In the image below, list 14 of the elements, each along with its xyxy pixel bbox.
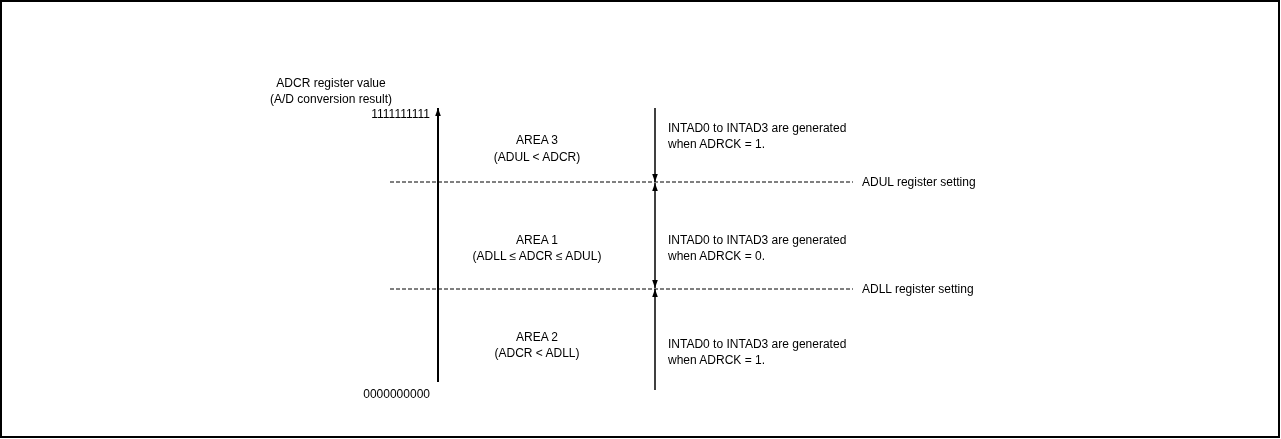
interrupt-note: INTAD0 to INTAD3 are generated when ADRCK = 1. (668, 120, 848, 152)
area-condition: (ADLL ≤ ADCR ≤ ADUL) (472, 248, 602, 264)
axis-min-value: 0000000000 (363, 386, 430, 402)
area-label: AREA 3 (516, 132, 558, 148)
area-label: AREA 2 (516, 329, 558, 345)
threshold-label: ADUL register setting (862, 174, 976, 190)
threshold-label: ADLL register setting (862, 281, 974, 297)
interrupt-note: INTAD0 to INTAD3 are generated when ADRCK = 1. (668, 336, 848, 368)
area-condition: (ADUL < ADCR) (493, 149, 581, 165)
axis-max-value: 1111111111 (371, 106, 430, 122)
area-condition: (ADCR < ADLL) (494, 345, 580, 361)
area-label: AREA 1 (516, 232, 558, 248)
interrupt-note: INTAD0 to INTAD3 are generated when ADRCK = 0. (668, 232, 848, 264)
axis-title: ADCR register value (A/D conversion result) (268, 75, 393, 107)
